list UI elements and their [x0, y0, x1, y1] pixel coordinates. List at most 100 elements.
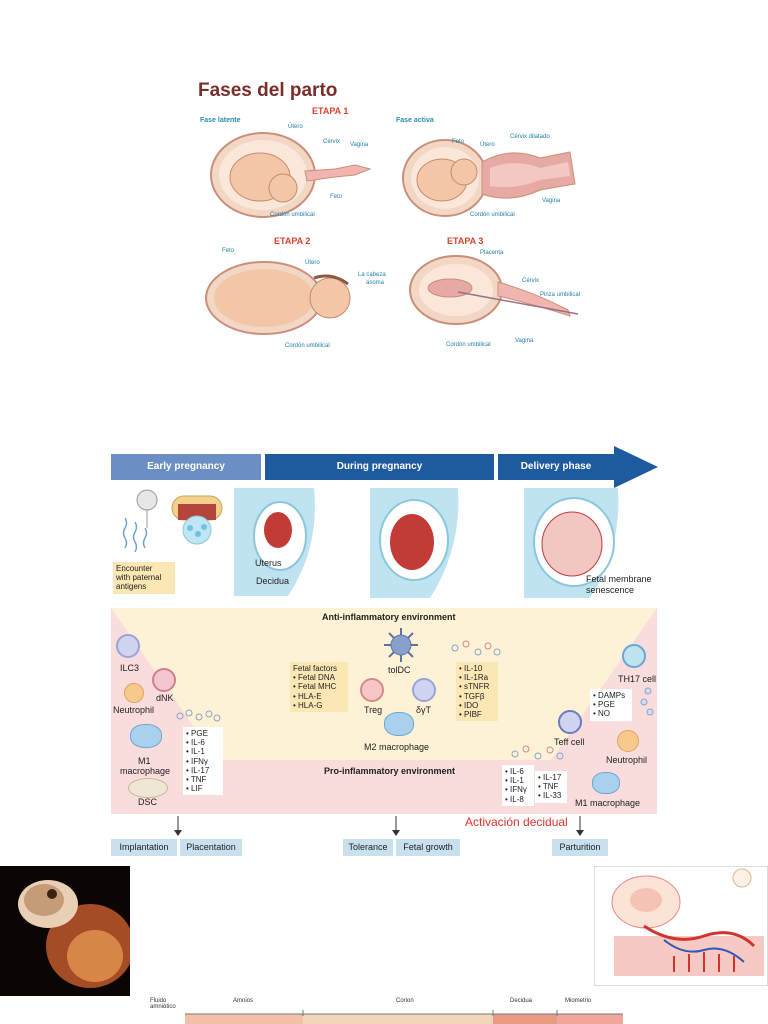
s1b-cord: Cordón umbilical — [470, 212, 515, 218]
treg-label: Treg — [364, 705, 383, 715]
left-cytokine: IL-6 — [186, 738, 220, 747]
s1a-uterus: Útero — [288, 124, 303, 130]
encounter-line3: antigens — [116, 582, 147, 592]
right-cytokine-list-a: IL-6 IL-1 IFNγ IL-8 — [502, 765, 534, 806]
s1a-cervix: Cérvix — [323, 139, 341, 145]
encounter-box: Encounter with paternal antigens — [113, 562, 175, 594]
stage1-heading: ETAPA 1 — [312, 106, 349, 116]
center-cytokine: IL-1Ra — [459, 673, 495, 682]
decidua-label: Decidua — [256, 576, 290, 586]
s1b-fetus: Feto — [452, 139, 465, 145]
s2-uterus: Útero — [305, 260, 320, 266]
gd-t-cell — [412, 678, 436, 702]
s1a-vagina: Vagina — [350, 142, 369, 148]
s3-cord: Cordón umbilical — [446, 342, 491, 348]
right-cytokine: IL-8 — [505, 795, 531, 804]
neutrophil-left-cell — [124, 683, 144, 703]
toldc-label: tolDC — [388, 665, 411, 675]
stage1-active-illustration — [402, 139, 576, 217]
blastocyst-illustration — [171, 495, 223, 545]
s1b-cervix: Cérvix dilatado — [510, 134, 550, 140]
s2-head-line1: La cabeza — [358, 272, 386, 278]
dsc-label: DSC — [138, 797, 158, 807]
embryo-photo — [0, 866, 130, 996]
s2-cord: Cordón umbilical — [285, 343, 330, 349]
encounter-line2: with paternal — [116, 573, 162, 583]
phase-delivery-label: Delivery phase — [520, 461, 592, 472]
encounter-line1: Encounter — [116, 564, 153, 573]
damp-item: PGE — [593, 700, 629, 709]
center-cytokine: IL-10 — [459, 664, 495, 673]
senescence-label-1: Fetal membrane — [586, 574, 652, 584]
left-cytokine: PGE — [186, 729, 220, 738]
center-cytokine: IDO — [459, 701, 495, 710]
fetal-factor: HLA-G — [293, 701, 345, 710]
left-cytokine-dots — [176, 709, 221, 722]
phase-bar-early: Early pregnancy — [111, 454, 261, 480]
outcome-parturition: Parturition — [552, 839, 608, 856]
center-cytokine-box: IL-10 IL-1Ra sTNFR TGFβ IDO PIBF — [456, 662, 498, 722]
neutrophil-left-label: Neutrophil — [113, 705, 155, 715]
outcome-implantation: Implantation — [111, 839, 177, 856]
m1-right-cell — [592, 772, 620, 794]
placenta-diagram — [594, 866, 768, 986]
outcome-placentation: Placentation — [180, 839, 242, 856]
outcome-arrows — [174, 816, 584, 836]
stage1-latent-illustration — [210, 132, 372, 218]
left-cytokine: IFNγ — [186, 757, 220, 766]
fetal-factors-title: Fetal factors — [293, 664, 338, 673]
right-cytokine: IL-33 — [538, 791, 564, 800]
phase-early-label: Early pregnancy — [147, 461, 225, 472]
s2-head-line2: asoma — [366, 280, 385, 286]
s3-clamp: Pinza umbilical — [540, 292, 581, 298]
ilc3-cell — [116, 634, 140, 658]
left-cytokine: IL-1 — [186, 747, 220, 756]
phase-during-label: During pregnancy — [336, 461, 423, 472]
uterus-mid-illustration — [370, 488, 459, 598]
dsc-cell — [128, 778, 168, 798]
center-cytokine: TGFβ — [459, 692, 495, 701]
m1-left-label-2: macrophage — [120, 766, 171, 776]
right-dots — [640, 687, 654, 716]
layer-fluid-label: Fluido amniótico — [150, 998, 176, 1010]
uterus-early-illustration — [234, 488, 315, 596]
outcome-tolerance: Tolerance — [343, 839, 393, 856]
m1-right-label: M1 macrophage — [575, 798, 641, 808]
phase-bar-delivery: Delivery phase — [498, 454, 614, 480]
timeline-arrowhead — [612, 446, 658, 488]
neutrophil-right-label: Neutrophil — [606, 755, 648, 765]
s1b-uterus: Útero — [480, 142, 495, 148]
phase-bar-during: During pregnancy — [265, 454, 494, 480]
latent-phase-label: Fase latente — [200, 117, 241, 124]
dnk-cell — [152, 668, 176, 692]
right-cytokine: IL-6 — [505, 767, 531, 776]
damp-item: NO — [593, 709, 629, 718]
dnk-label: dNK — [156, 693, 174, 703]
layer-decidua-label: Decidua — [510, 998, 533, 1004]
right-cytokine-dots — [511, 745, 564, 760]
teff-cell — [558, 710, 582, 734]
m2-macrophage-label: M2 macrophage — [364, 742, 430, 752]
fetal-factor: HLA-E — [293, 692, 345, 701]
teff-label: Teff cell — [554, 737, 585, 747]
layer-amnios-label: Amnios — [233, 998, 254, 1004]
right-cytokine: TNF — [538, 782, 564, 791]
ilc3-label: ILC3 — [120, 663, 140, 673]
activation-decidual-note: Activación decidual — [465, 815, 568, 829]
th17-cell — [622, 644, 646, 668]
active-phase-label: Fase activa — [396, 117, 434, 124]
left-cytokine: LIF — [186, 784, 220, 793]
s1b-vagina: Vagina — [542, 198, 561, 204]
uterus-late-illustration — [524, 488, 619, 598]
m1-left-cell — [130, 724, 162, 748]
left-cytokine: TNF — [186, 775, 220, 784]
stage2-illustration — [205, 261, 351, 335]
s3-placenta: Placenta — [480, 250, 504, 256]
right-cytokine: IL-17 — [538, 773, 564, 782]
m1-left-label-1: M1 — [138, 756, 151, 766]
toldc-cell — [384, 628, 418, 662]
center-cytokine-dots — [451, 640, 501, 656]
m2-macrophage-cell — [384, 712, 414, 736]
stage3-illustration — [409, 255, 579, 325]
labor-title: Fases del parto — [198, 80, 338, 101]
